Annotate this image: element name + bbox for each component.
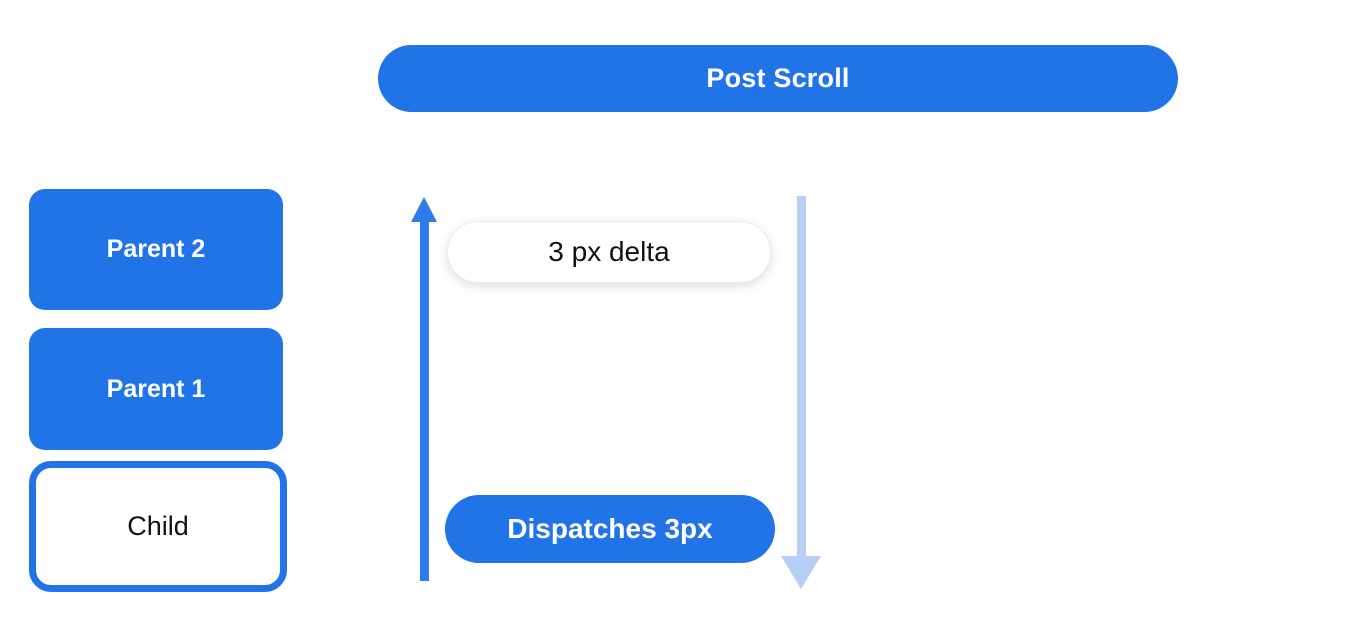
scroll-down-arrow-icon [781,196,821,589]
child-box: Child [29,461,287,592]
delta-label-pill: 3 px delta [447,221,771,283]
post-scroll-banner: Post Scroll [378,45,1178,112]
scroll-up-arrow-icon [411,197,438,581]
arrow-down-head [781,556,821,589]
arrow-up-shaft [420,217,429,581]
parent2-box: Parent 2 [29,189,283,310]
dispatches-label-pill: Dispatches 3px [445,495,775,563]
arrow-down-shaft [797,196,806,558]
parent1-box: Parent 1 [29,328,283,450]
